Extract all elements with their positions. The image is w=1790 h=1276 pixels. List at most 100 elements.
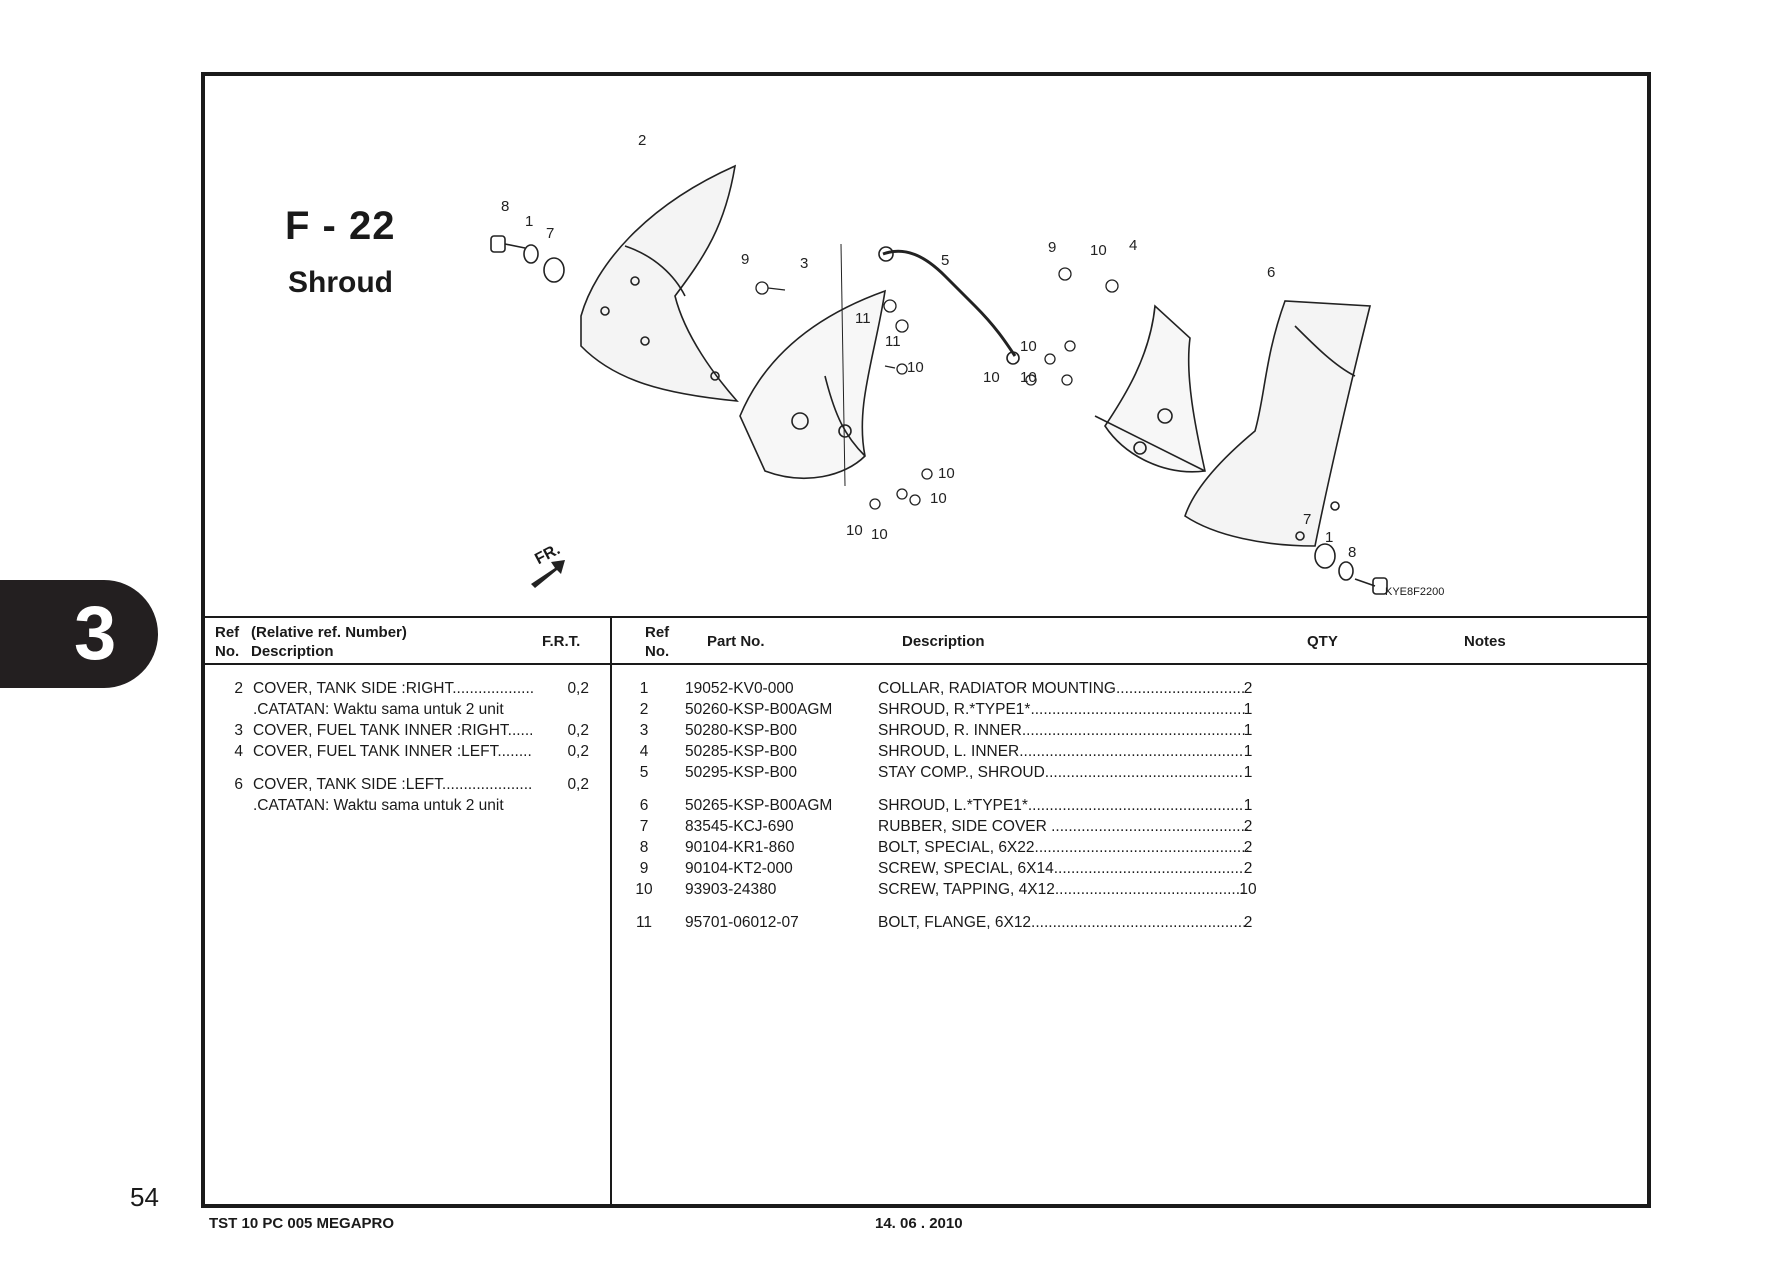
part-stay-comp (882, 249, 1017, 357)
row-ref: 6 (639, 797, 649, 814)
callout-labels: 2 8 1 7 9 3 5 11 11 10 9 10 4 10 10 10 1… (501, 132, 1356, 561)
footer-date: 14. 06 . 2010 (875, 1215, 963, 1232)
row-part-no: 50265-KSP-B00AGM (685, 797, 833, 814)
callout-7: 7 (546, 225, 554, 242)
row-note: .CATATAN: Waktu sama untuk 2 unit (253, 797, 504, 814)
diagram-drawing: 2 8 1 7 9 3 5 11 11 10 9 10 4 10 10 10 1… (490, 132, 1388, 595)
row-part-no: 50280-KSP-B00 (685, 722, 798, 739)
row-ref: 2 (234, 680, 243, 697)
row-gap (625, 785, 1635, 797)
row-part-no: 93903-24380 (685, 881, 777, 898)
left-header-frt: F.R.T. (542, 633, 581, 650)
page-number: 54 (130, 1182, 159, 1212)
row-description: SCREW, SPECIAL, 6X14....................… (878, 860, 1244, 877)
row-qty: 1 (1243, 722, 1253, 739)
row-description: SHROUD, L.*TYPE1*.......................… (878, 797, 1244, 814)
part-rubber-7-right (1314, 543, 1336, 569)
callout-10: 10 (1020, 369, 1037, 386)
part-screws (755, 267, 1119, 510)
row-frt: 0,2 (567, 680, 589, 697)
row-ref: 7 (639, 818, 649, 835)
exploded-diagram: F - 22 Shroud (205, 76, 1647, 618)
left-header-ref: Ref No. (215, 623, 239, 661)
callout-8: 8 (1348, 544, 1356, 561)
row-note: .CATATAN: Waktu sama untuk 2 unit (253, 701, 504, 718)
right-header-ref-bottom: No. (645, 643, 670, 660)
callout-2: 2 (638, 132, 646, 149)
callout-10: 10 (1090, 242, 1107, 259)
row-gap (625, 902, 1635, 914)
drawing-code: KYE8F2200 (1385, 586, 1445, 598)
callout-11: 11 (855, 310, 871, 327)
row-ref: 9 (639, 860, 649, 877)
figure-title: Shroud (288, 266, 393, 299)
row-qty: 2 (1243, 818, 1253, 835)
row-description: COVER, TANK SIDE :LEFT..................… (253, 776, 533, 793)
row-frt: 0,2 (567, 743, 589, 760)
callout-10: 10 (983, 369, 1000, 386)
row-qty: 1 (1243, 701, 1253, 718)
left-header-ref-top: Ref (215, 624, 240, 641)
table-row: 8 90104-KR1-860 BOLT, SPECIAL, 6X22.....… (625, 839, 1635, 860)
row-frt: 0,2 (567, 776, 589, 793)
row-description: SHROUD, R.*TYPE1*.......................… (878, 701, 1246, 718)
row-ref: 10 (635, 881, 653, 898)
left-header-ref-bottom: No. (215, 643, 240, 660)
row-qty: 2 (1243, 860, 1253, 877)
callout-1: 1 (1325, 529, 1333, 546)
row-qty: 2 (1243, 914, 1253, 931)
row-description: COVER, TANK SIDE :RIGHT.................… (253, 680, 535, 697)
callout-4: 4 (1129, 237, 1137, 254)
header-divider (205, 663, 1647, 665)
row-frt: 0,2 (567, 722, 589, 739)
section-number: 3 (74, 591, 117, 676)
callout-10: 10 (938, 465, 955, 482)
front-arrow-icon (531, 560, 565, 588)
row-ref: 1 (639, 680, 649, 697)
table-row-note: .CATATAN: Waktu sama untuk 2 unit (229, 701, 589, 722)
right-header-ref-top: Ref (645, 624, 670, 641)
section-tab: 3 (0, 580, 158, 688)
callout-10: 10 (871, 526, 888, 543)
callout-10: 10 (846, 522, 863, 539)
part-bolt-8-left (490, 235, 506, 253)
table-row: 5 50295-KSP-B00 STAY COMP., SHROUD......… (625, 764, 1635, 785)
callout-9: 9 (1048, 239, 1056, 256)
right-header-notes: Notes (1464, 633, 1506, 650)
row-qty: 1 (1243, 797, 1253, 814)
footer-doc-code: TST 10 PC 005 MEGAPRO (209, 1215, 395, 1232)
row-gap (229, 764, 589, 776)
table-row: 4 50285-KSP-B00 SHROUD, L. INNER........… (625, 743, 1635, 764)
callout-11: 11 (885, 333, 901, 350)
part-shroud-left (1184, 300, 1372, 547)
table-row: 2 COVER, TANK SIDE :RIGHT...............… (229, 680, 589, 701)
row-part-no: 50285-KSP-B00 (685, 743, 798, 760)
row-part-no: 90104-KT2-000 (685, 860, 793, 877)
table-row-note: .CATATAN: Waktu sama untuk 2 unit (229, 797, 589, 818)
row-part-no: 50260-KSP-B00AGM (685, 701, 833, 718)
part-collar-1-left (523, 244, 539, 264)
table-row: 2 50260-KSP-B00AGM SHROUD, R.*TYPE1*....… (625, 701, 1635, 722)
row-part-no: 19052-KV0-000 (685, 680, 794, 697)
right-header-part-no: Part No. (707, 633, 765, 650)
row-qty: 1 (1243, 764, 1253, 781)
callout-10: 10 (1020, 338, 1037, 355)
row-qty: 2 (1243, 680, 1253, 697)
part-bolt-8-right (1372, 577, 1388, 595)
row-description: SCREW, TAPPING, 4X12....................… (878, 881, 1245, 898)
left-header-description: Description (251, 643, 334, 660)
row-ref: 2 (639, 701, 649, 718)
left-header-desc: (Relative ref. Number) Description (251, 623, 407, 661)
row-description: SHROUD, L. INNER........................… (878, 743, 1244, 760)
right-header-qty: QTY (1307, 633, 1338, 650)
row-ref: 5 (639, 764, 649, 781)
figure-code: F - 22 (285, 204, 396, 248)
row-part-no: 95701-06012-07 (685, 914, 799, 931)
callout-7: 7 (1303, 511, 1311, 528)
row-part-no: 90104-KR1-860 (685, 839, 795, 856)
table-row: 6 50265-KSP-B00AGM SHROUD, L.*TYPE1*....… (625, 797, 1635, 818)
table-row: 3 COVER, FUEL TANK INNER :RIGHT...... 0,… (229, 722, 589, 743)
callout-1: 1 (525, 213, 533, 230)
callout-6: 6 (1267, 264, 1275, 281)
right-table: 1 19052-KV0-000 COLLAR, RADIATOR MOUNTIN… (625, 680, 1635, 935)
